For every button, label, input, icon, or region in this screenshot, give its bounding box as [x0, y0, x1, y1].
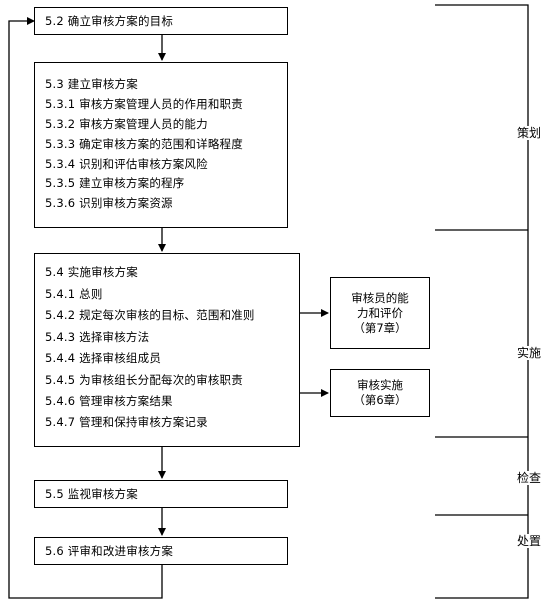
box-5-3-establish: 5.3 建立审核方案 5.3.1 审核方案管理人员的作用和职责 5.3.2 审核… [34, 62, 288, 228]
phase-label-plan: 策划 [515, 126, 544, 140]
box-5-4-item: 5.4.2 规定每次审核的目标、范围和准则 [45, 308, 255, 322]
box-5-3-item: 5.3.6 识别审核方案资源 [45, 196, 173, 210]
box-5-6-review: 5.6 评审和改进审核方案 [34, 537, 288, 565]
box-5-5-monitor: 5.5 监视审核方案 [34, 480, 288, 508]
box-5-4-title: 5.4 实施审核方案 [45, 265, 138, 279]
box-5-4-implement: 5.4 实施审核方案 5.4.1 总则 5.4.2 规定每次审核的目标、范围和准… [34, 253, 300, 447]
conduct-line: 审核实施 [357, 378, 403, 392]
box-5-4-item: 5.4.7 管理和保持审核方案记录 [45, 415, 208, 429]
box-5-4-item: 5.4.6 管理审核方案结果 [45, 394, 173, 408]
box-5-6-title: 5.6 评审和改进审核方案 [45, 544, 174, 558]
box-5-4-item: 5.4.5 为审核组长分配每次的审核职责 [45, 373, 243, 387]
box-5-3-item: 5.3.5 建立审核方案的程序 [45, 176, 185, 190]
box-conducting-audit: 审核实施 （第6章） [330, 369, 430, 417]
phase-bracket [435, 4, 529, 599]
box-5-4-item: 5.4.1 总则 [45, 287, 103, 301]
conduct-line: （第6章） [353, 393, 407, 407]
competence-line: （第7章） [353, 320, 407, 335]
box-5-4-item: 5.4.4 选择审核组成员 [45, 351, 162, 365]
box-5-4-item: 5.4.3 选择审核方法 [45, 330, 150, 344]
box-5-3-item: 5.3.3 确定审核方案的范围和详略程度 [45, 137, 243, 151]
box-5-3-item: 5.3.1 审核方案管理人员的作用和职责 [45, 97, 243, 111]
box-5-3-item: 5.3.2 审核方案管理人员的能力 [45, 117, 208, 131]
box-5-2-objectives: 5.2 确立审核方案的目标 [34, 7, 288, 35]
box-5-2-title: 5.2 确立审核方案的目标 [45, 14, 174, 28]
phase-label-do: 实施 [515, 346, 544, 360]
competence-line: 力和评价 [357, 305, 403, 320]
phase-label-check: 检查 [515, 471, 544, 485]
box-auditor-competence: 审核员的能 力和评价 （第7章） [330, 277, 430, 349]
feedback-loop-line [8, 17, 163, 599]
phase-label-act: 处置 [515, 534, 544, 548]
box-5-3-item: 5.3.4 识别和评估审核方案风险 [45, 157, 208, 171]
box-5-5-title: 5.5 监视审核方案 [45, 487, 138, 501]
box-5-3-title: 5.3 建立审核方案 [45, 77, 138, 91]
competence-line: 审核员的能 [351, 290, 409, 305]
